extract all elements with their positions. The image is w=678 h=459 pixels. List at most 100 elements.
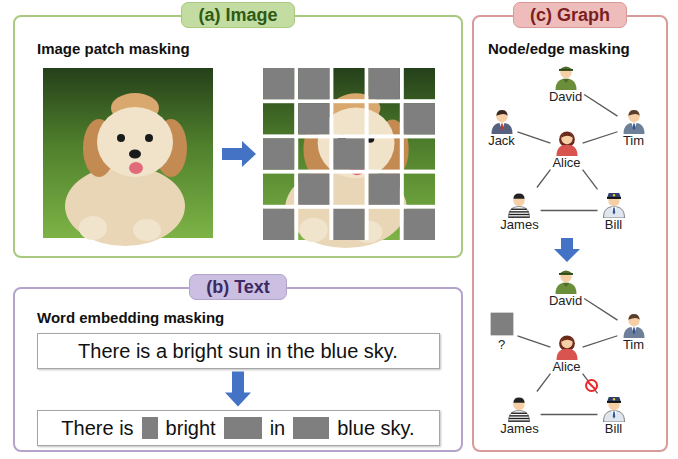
person-icon	[620, 106, 648, 134]
masked-photo	[263, 68, 435, 248]
relation-line	[537, 374, 550, 392]
person-node: James	[500, 190, 538, 232]
panel-subtitle: Node/edge masking	[488, 40, 666, 58]
masked-patch	[369, 174, 400, 205]
stripe	[512, 412, 528, 413]
person-body	[556, 144, 577, 155]
person-body	[603, 410, 624, 421]
cap-band	[607, 197, 621, 199]
cap-brim	[559, 273, 573, 275]
person-node: Jack	[488, 106, 516, 148]
person-body	[623, 122, 644, 133]
relation-line	[541, 210, 598, 211]
person-name: James	[500, 422, 538, 436]
person-icon	[488, 106, 516, 134]
person-icon	[552, 266, 580, 294]
relation-line	[584, 299, 617, 321]
person-name: David	[549, 90, 582, 104]
masked-patch	[263, 209, 294, 240]
panel-frame: (a) ImageImage patch masking	[13, 15, 463, 258]
panel-tab-label: (a) Image	[181, 2, 294, 28]
masked-patches	[263, 68, 435, 240]
sentence-text: blue sky.	[337, 416, 414, 440]
cap-badge	[612, 398, 614, 400]
person-head	[628, 110, 639, 121]
masked-patch	[333, 138, 364, 169]
patch-gap	[365, 68, 369, 240]
person-node: Tim	[620, 106, 648, 148]
panel-subtitle: Word embedding masking	[37, 309, 461, 327]
cap-band	[607, 401, 621, 403]
stripe	[509, 213, 529, 214]
person-head	[561, 132, 572, 143]
masked-patch	[298, 174, 329, 205]
person-node: Alice	[552, 128, 580, 170]
shirt	[631, 326, 636, 333]
person-body	[555, 78, 576, 89]
masked-patch	[404, 209, 435, 240]
patch-gap	[263, 205, 435, 209]
tie	[612, 207, 614, 214]
patch-gap	[329, 68, 333, 240]
sentence-text: There is	[61, 416, 133, 440]
panel-subtitle: Image patch masking	[37, 40, 461, 58]
person-icon	[620, 310, 648, 338]
relation-line	[541, 414, 598, 415]
panel-tab-label: (c) Graph	[513, 2, 627, 28]
hair	[496, 109, 507, 115]
person-body	[555, 282, 576, 293]
masked-node-icon	[488, 310, 516, 338]
person-name: Bill	[605, 422, 622, 436]
person-icon	[600, 190, 628, 218]
relation-line	[518, 132, 551, 143]
person-node: Bill	[600, 190, 628, 232]
relation-line	[583, 170, 598, 190]
cap-brim	[559, 69, 573, 71]
person-body	[491, 122, 512, 133]
person-head	[628, 314, 639, 325]
patch-gap	[263, 99, 435, 103]
masked-patch	[298, 103, 329, 134]
mark-circle	[586, 380, 597, 391]
tie	[612, 411, 614, 418]
sentence-box: There isbrightinblue sky.	[37, 410, 440, 446]
stripe	[510, 415, 529, 416]
fringe	[561, 131, 572, 137]
person-head	[561, 336, 572, 347]
person-node: Tim	[620, 310, 648, 352]
person-icon	[552, 62, 580, 90]
sentence-box: There is a bright sun in the blue sky.	[37, 333, 440, 369]
masked-patch	[263, 138, 294, 169]
masked-patch	[404, 103, 435, 134]
panel-frame: (c) GraphNode/edge maskingDavidJackTimAl…	[472, 15, 668, 452]
person-node: David	[549, 62, 582, 104]
tie	[632, 123, 634, 130]
cap-badge	[612, 194, 614, 196]
collar	[562, 282, 569, 286]
person-name: ?	[498, 338, 505, 352]
person-name: James	[500, 218, 538, 232]
shirt	[611, 410, 616, 417]
masked-word	[293, 417, 329, 439]
tie	[500, 123, 502, 130]
photo-copy	[263, 68, 435, 248]
masked-patch	[369, 68, 400, 99]
panel-tab-label: (b) Text	[189, 274, 287, 300]
person-icon	[553, 128, 581, 156]
relation-line	[518, 336, 551, 347]
person-body	[623, 326, 644, 337]
panel-frame: (b) TextWord embedding maskingThere is a…	[13, 287, 463, 452]
person-icon	[553, 332, 581, 360]
shirt	[631, 122, 636, 129]
block-arrow	[225, 372, 251, 407]
person-name: Alice	[552, 360, 580, 374]
person-name: David	[549, 294, 582, 308]
masked-patch	[298, 68, 329, 99]
hair	[628, 109, 639, 115]
person-body	[509, 410, 530, 421]
person-name: Tim	[623, 338, 644, 352]
person-body	[603, 206, 624, 217]
transform-arrow	[222, 141, 256, 167]
